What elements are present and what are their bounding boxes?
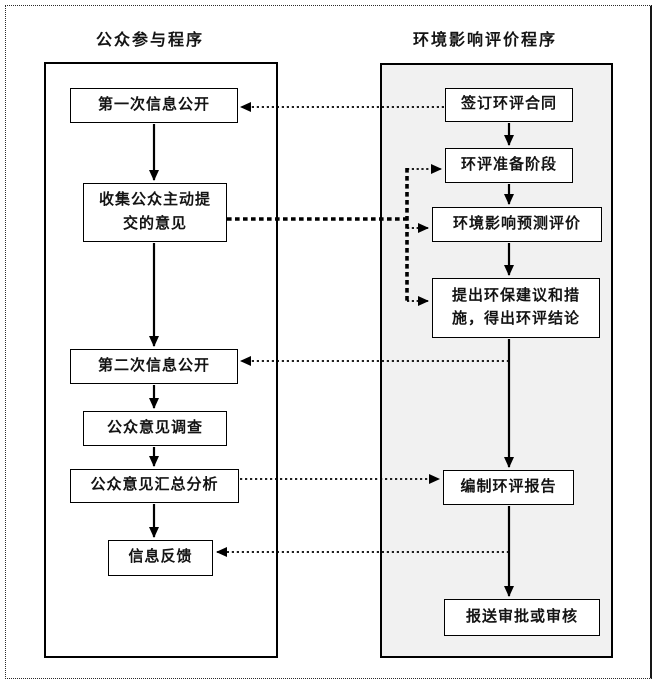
propose-measures-conclusion-box: 提出环保建议和措 施，得出环评结论	[432, 278, 600, 338]
left-column-title: 公众参与程序	[95, 32, 204, 49]
impact-prediction-evaluation-box: 环境影响预测评价	[432, 207, 602, 242]
eia-preparation-box: 环评准备阶段	[445, 148, 573, 183]
submit-approval-box: 报送审批或审核	[444, 599, 600, 636]
right-column-title: 环境影响评价程序	[412, 32, 557, 49]
opinion-summary-analysis-box: 公众意见汇总分析	[70, 469, 239, 503]
compile-eia-report-box: 编制环评报告	[443, 470, 574, 505]
second-info-disclosure-box: 第二次信息公开	[70, 349, 238, 384]
outer-dotted-frame	[5, 5, 652, 679]
public-opinion-survey-box: 公众意见调查	[83, 411, 227, 446]
first-info-disclosure-box: 第一次信息公开	[70, 88, 238, 123]
collect-public-opinions-box: 收集公众主动提 交的意见	[83, 183, 227, 242]
info-feedback-box: 信息反馈	[108, 540, 213, 576]
sign-eia-contract-box: 签订环评合同	[445, 88, 573, 122]
